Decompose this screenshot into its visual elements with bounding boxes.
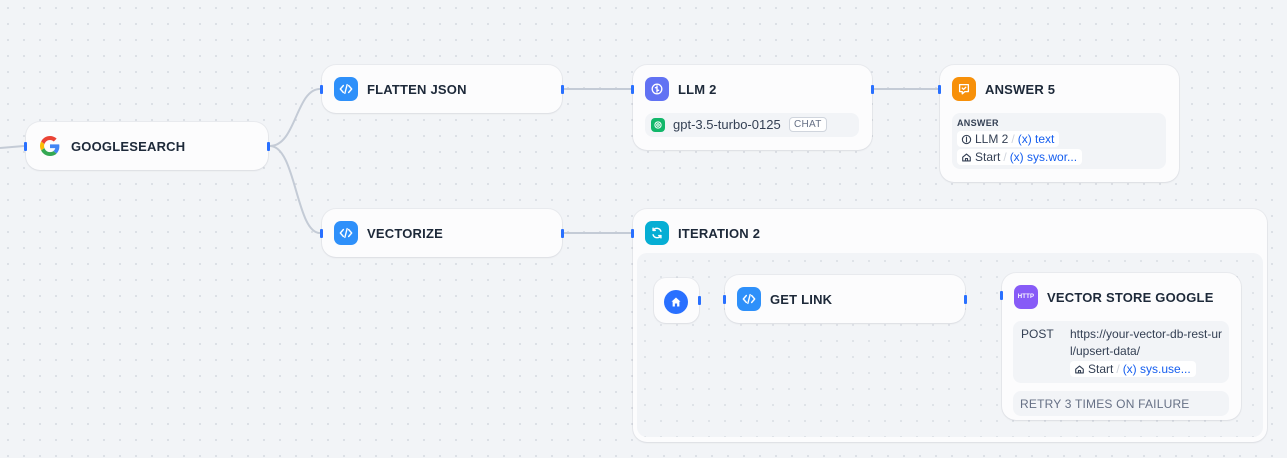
input-handle[interactable] [938,85,941,94]
home-icon [961,152,972,163]
node-title: FLATTEN JSON [367,81,467,97]
input-handle[interactable] [1000,291,1003,300]
home-icon [1074,364,1085,375]
openai-icon [651,118,665,132]
edge-incoming [0,145,25,149]
http-icon-text: HTTP [1017,294,1035,300]
variable-name: (x) sys.wor... [1009,150,1078,164]
node-title: ANSWER 5 [985,81,1056,97]
url-line-2: l/upsert-data/ [1070,344,1141,358]
edge-googlesearch-vectorize [269,145,321,234]
node-flatten-json[interactable]: FLATTEN JSON [320,65,564,113]
answer-section-label: ANSWER [957,118,999,128]
http-icon: HTTP [1014,285,1038,309]
node-title: VECTOR STORE GOOGLE [1047,289,1214,305]
code-icon [334,221,358,245]
brain-icon [961,134,972,145]
node-title: GOOGLESEARCH [71,138,186,154]
home-icon [664,290,688,314]
variable-reference[interactable]: LLM 2 / (x) text [957,131,1060,147]
url-line-1: https://your-vector-db-rest-ur [1070,327,1223,341]
input-handle[interactable] [320,85,323,94]
iteration-start-node[interactable] [654,278,701,323]
edge-googlesearch-flatten [269,88,321,147]
output-handle[interactable] [698,296,701,305]
request-panel: POST https://your-vector-db-rest-ur l/up… [1013,321,1229,383]
code-icon [737,287,761,311]
variable-reference[interactable]: Start / (x) sys.use... [1070,361,1196,377]
node-title: LLM 2 [678,81,717,97]
input-handle[interactable] [631,229,634,238]
node-title: VECTORIZE [367,225,443,241]
google-icon [38,134,62,158]
node-title: GET LINK [770,291,833,307]
variable-separator: / [1003,150,1007,164]
node-vectorize[interactable]: VECTORIZE [320,209,564,257]
output-handle[interactable] [561,85,564,94]
model-name: gpt-3.5-turbo-0125 [673,117,781,132]
variable-reference[interactable]: Start / (x) sys.wor... [957,149,1083,165]
variable-name: (x) text [1017,132,1055,146]
variable-name: (x) sys.use... [1122,362,1191,376]
node-llm-2[interactable]: LLM 2 gpt-3.5-turbo-0125 CHAT [631,65,874,150]
input-handle[interactable] [320,229,323,238]
node-title: ITERATION 2 [678,225,761,241]
brain-icon [645,77,669,101]
retry-badge: RETRY 3 TIMES ON FAILURE [1013,391,1229,416]
variable-node: LLM 2 [975,132,1009,146]
input-handle[interactable] [723,295,726,304]
variable-node: Start [975,150,1001,164]
output-handle[interactable] [871,85,874,94]
variable-separator: / [1116,362,1120,376]
input-handle[interactable] [24,142,27,151]
variable-separator: / [1011,132,1015,146]
mode-badge: CHAT [789,117,827,132]
output-handle[interactable] [561,229,564,238]
answer-panel: ANSWER LLM 2 / (x) text Start / (x) sys.… [952,113,1166,169]
iteration-icon [645,221,669,245]
answer-icon [952,77,976,101]
node-get-link[interactable]: GET LINK [723,275,967,323]
output-handle[interactable] [964,295,967,304]
code-icon [334,77,358,101]
node-googlesearch[interactable]: GOOGLESEARCH [24,122,270,170]
variable-node: Start [1088,362,1114,376]
node-vector-store-google[interactable]: HTTP VECTOR STORE GOOGLE POST https://yo… [1000,273,1241,420]
http-method: POST [1021,327,1054,341]
model-selector[interactable]: gpt-3.5-turbo-0125 CHAT [645,113,859,137]
node-answer-5[interactable]: ANSWER 5 ANSWER LLM 2 / (x) text Start /… [938,65,1179,182]
output-handle[interactable] [267,142,270,151]
retry-text: RETRY 3 TIMES ON FAILURE [1020,397,1190,411]
input-handle[interactable] [631,85,634,94]
